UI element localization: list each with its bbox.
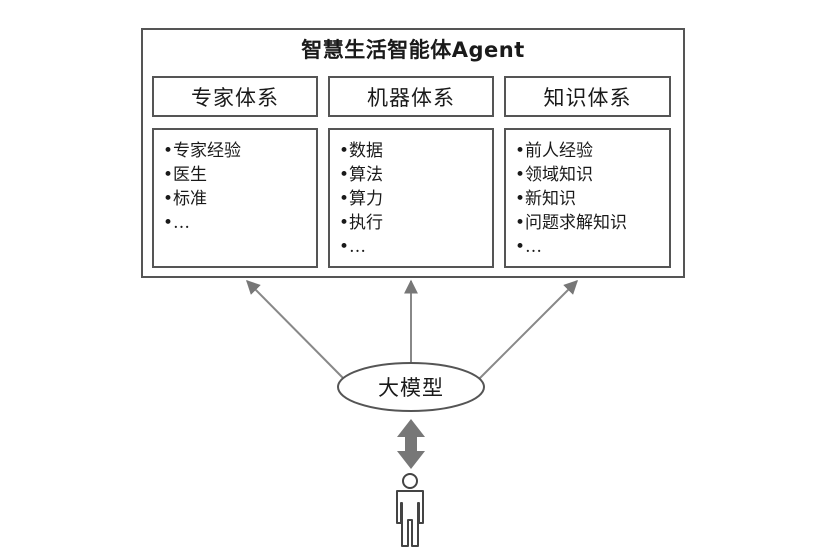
list-item: •… [515, 237, 543, 257]
list-item: •前人经验 [515, 141, 594, 161]
machine-system-list: •数据 •算法 •算力 •执行 •… [328, 128, 494, 268]
list-item: •算法 [339, 165, 384, 185]
list-item: •数据 [339, 141, 384, 161]
expert-system-header: 专家体系 [152, 76, 318, 117]
list-item: •问题求解知识 [515, 213, 628, 233]
machine-system-header: 机器体系 [328, 76, 494, 117]
list-item: •… [163, 213, 191, 233]
agent-title: 智慧生活智能体Agent [301, 38, 525, 62]
list-item: •标准 [163, 189, 208, 209]
double-arrow-icon [397, 419, 425, 469]
list-item: •专家经验 [163, 141, 242, 161]
model-ellipse [337, 362, 485, 412]
expert-system-list: •专家经验 •医生 •标准 •… [152, 128, 318, 268]
arrow-to-knowledge-system [477, 280, 578, 381]
person-icon [396, 473, 424, 547]
list-item: •算力 [339, 189, 384, 209]
list-item: •… [339, 237, 367, 257]
arrow-to-expert-system [246, 280, 346, 381]
list-item: •领域知识 [515, 165, 594, 185]
list-item: •医生 [163, 165, 208, 185]
knowledge-system-header: 知识体系 [504, 76, 671, 117]
list-item: •新知识 [515, 189, 577, 209]
model-label: 大模型 [378, 376, 444, 400]
knowledge-system-list: •前人经验 •领域知识 •新知识 •问题求解知识 •… [504, 128, 671, 268]
list-item: •执行 [339, 213, 384, 233]
